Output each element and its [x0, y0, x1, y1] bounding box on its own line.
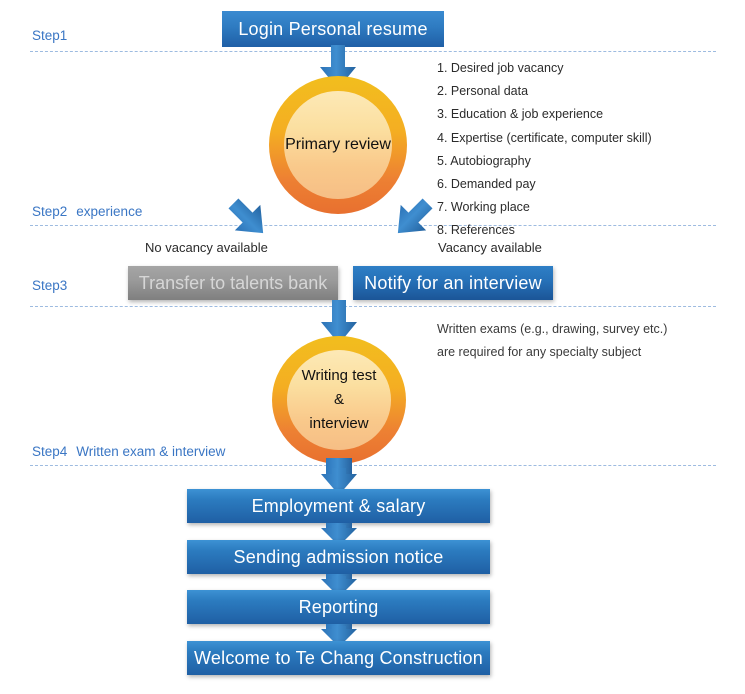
step-label-step3: Step3 — [32, 278, 76, 293]
primary-review-inner — [284, 91, 392, 199]
step4-text: Step4 — [32, 444, 68, 459]
writing-test-inner — [286, 350, 392, 450]
step2-text: Step2 — [32, 204, 68, 219]
arrow-branch-right — [388, 195, 436, 243]
writing-test-line-3: interview — [309, 415, 369, 432]
writing-test-label: Writing test & interview — [302, 364, 377, 436]
login-box-label: Login Personal resume — [238, 18, 428, 39]
step4-sub: Written exam & interview — [76, 444, 226, 459]
arrow-branch-left — [225, 195, 273, 243]
arrow-oval-to-employment — [316, 468, 362, 496]
requirement-item: 6. Demanded pay — [437, 176, 536, 191]
arrow-sending-to-reporting — [316, 576, 362, 598]
step3-text: Step3 — [32, 278, 68, 293]
notify-box-label: Notify for an interview — [364, 272, 542, 293]
flow-box-label: Sending admission notice — [233, 546, 444, 567]
sending-admission-notice-box[interactable]: Sending admission notice — [187, 540, 490, 574]
step2-sub: experience — [76, 204, 143, 219]
branch-label-no-vacancy: No vacancy available — [145, 240, 268, 255]
requirement-item: 3. Education & job experience — [437, 107, 604, 122]
requirement-item: 1. Desired job vacancy — [437, 61, 564, 75]
welcome-te-chang-construction-box[interactable]: Welcome to Te Chang Construction — [187, 641, 490, 675]
step-label-step2: Step2 experience — [32, 204, 142, 219]
written-exam-note: Written exams (e.g., drawing, survey etc… — [437, 318, 667, 364]
arrow-notify-to-writing-test — [316, 300, 362, 345]
divider-step3 — [30, 306, 716, 307]
requirement-item: 5. Autobiography — [437, 153, 531, 168]
requirement-item: 8. References — [437, 223, 515, 238]
flow-box-label: Reporting — [298, 596, 379, 617]
step-label-step1: Step1 — [32, 28, 76, 43]
step1-text: Step1 — [32, 28, 68, 43]
writing-test-line-2: & — [333, 391, 344, 408]
writing-test-interview-node[interactable]: Writing test & interview — [272, 336, 406, 464]
flow-box-label: Welcome to Te Chang Construction — [194, 647, 483, 668]
employment-salary-box[interactable]: Employment & salary — [187, 489, 490, 523]
divider-step1 — [30, 51, 716, 52]
login-personal-resume-box[interactable]: Login Personal resume — [222, 11, 444, 47]
exam-note-line-2: are required for any specialty subject — [437, 345, 642, 359]
writing-test-line-1: Writing test — [301, 367, 377, 384]
step-label-step4: Step4 Written exam & interview — [32, 444, 225, 459]
primary-review-node[interactable]: Primary review — [269, 76, 407, 214]
transfer-box-label: Transfer to talents bank — [138, 272, 328, 293]
requirement-item: 7. Working place — [437, 200, 530, 215]
requirements-list: 1. Desired job vacancy 2. Personal data … — [437, 61, 652, 247]
requirement-item: 4. Expertise (certificate, computer skil… — [437, 130, 652, 145]
requirement-item: 2. Personal data — [437, 84, 529, 99]
divider-step4 — [30, 465, 716, 466]
transfer-to-talents-bank-box[interactable]: Transfer to talents bank — [128, 266, 338, 300]
arrow-employment-to-sending — [316, 525, 362, 547]
divider-step2 — [30, 225, 716, 226]
branch-label-vacancy: Vacancy available — [438, 240, 542, 255]
flow-box-label: Employment & salary — [251, 495, 426, 516]
arrow-reporting-to-welcome — [316, 626, 362, 648]
notify-for-interview-box[interactable]: Notify for an interview — [353, 266, 553, 300]
primary-review-label: Primary review — [285, 136, 391, 154]
exam-note-line-1: Written exams (e.g., drawing, survey etc… — [437, 322, 668, 336]
reporting-box[interactable]: Reporting — [187, 590, 490, 624]
